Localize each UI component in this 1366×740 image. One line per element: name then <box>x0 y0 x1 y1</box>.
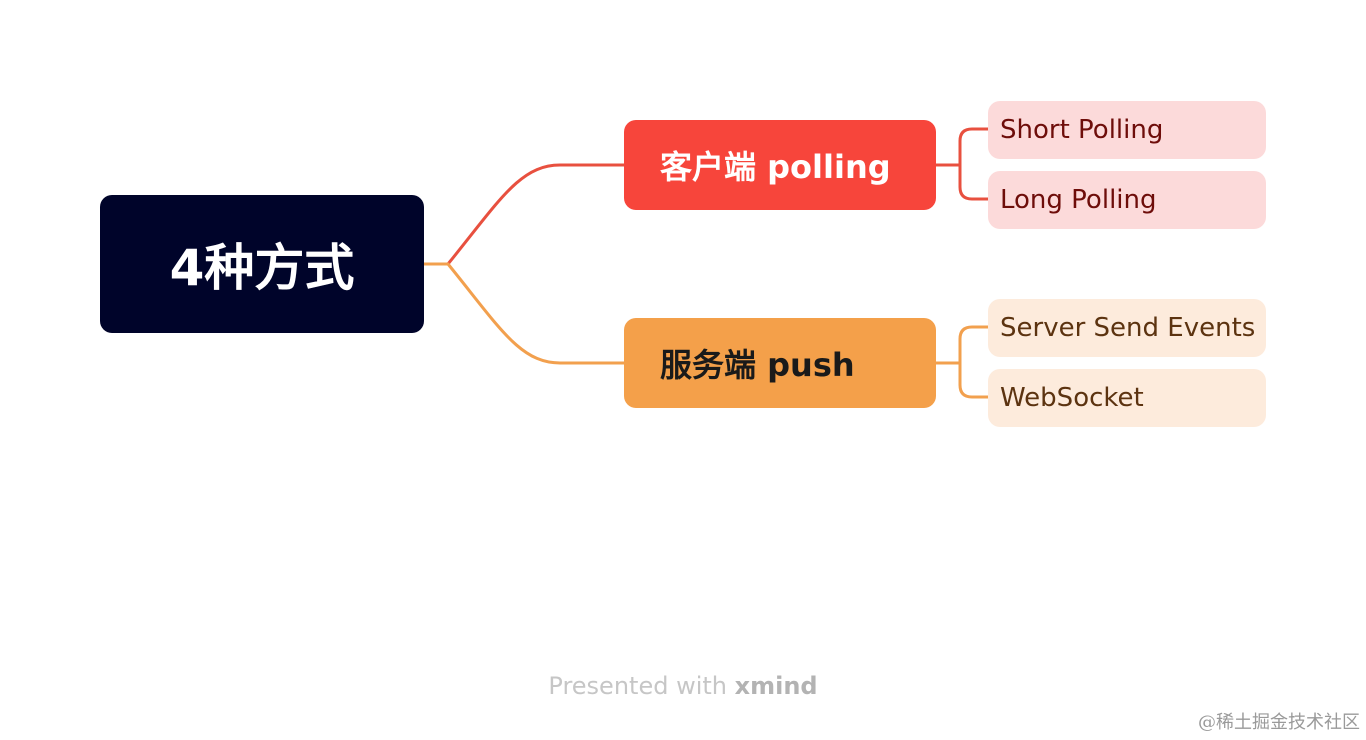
connector-client-long-polling <box>958 165 988 201</box>
leaf-server-send-events-label: Server Send Events <box>1000 313 1256 343</box>
root-topic[interactable]: 4种方式 <box>100 195 424 333</box>
leaf-server-send-events[interactable]: Server Send Events <box>988 299 1266 357</box>
branch-server-push[interactable]: 服务端 push <box>624 318 936 408</box>
leaf-long-polling-label: Long Polling <box>1000 185 1157 215</box>
leaf-short-polling-label: Short Polling <box>1000 115 1164 145</box>
connector-server-websocket <box>958 363 988 399</box>
leaf-websocket[interactable]: WebSocket <box>988 369 1266 427</box>
xmind-logo: xmind <box>734 672 818 700</box>
leaf-long-polling[interactable]: Long Polling <box>988 171 1266 229</box>
root-topic-label: 4种方式 <box>169 239 355 297</box>
presented-with-footer: Presented with xmind <box>0 672 1366 700</box>
footer-prefix: Presented with <box>548 672 727 700</box>
branch-client-polling-label: 客户端 polling <box>660 148 891 186</box>
connector-root-client <box>424 163 624 266</box>
branch-server-push-label: 服务端 push <box>660 346 855 384</box>
connector-client-short-polling <box>936 127 988 167</box>
branch-client-polling[interactable]: 客户端 polling <box>624 120 936 210</box>
leaf-websocket-label: WebSocket <box>1000 383 1144 413</box>
connector-root-server <box>424 262 624 365</box>
watermark: @稀土掘金技术社区 <box>1198 712 1360 733</box>
leaf-short-polling[interactable]: Short Polling <box>988 101 1266 159</box>
connector-server-sse <box>936 325 988 365</box>
